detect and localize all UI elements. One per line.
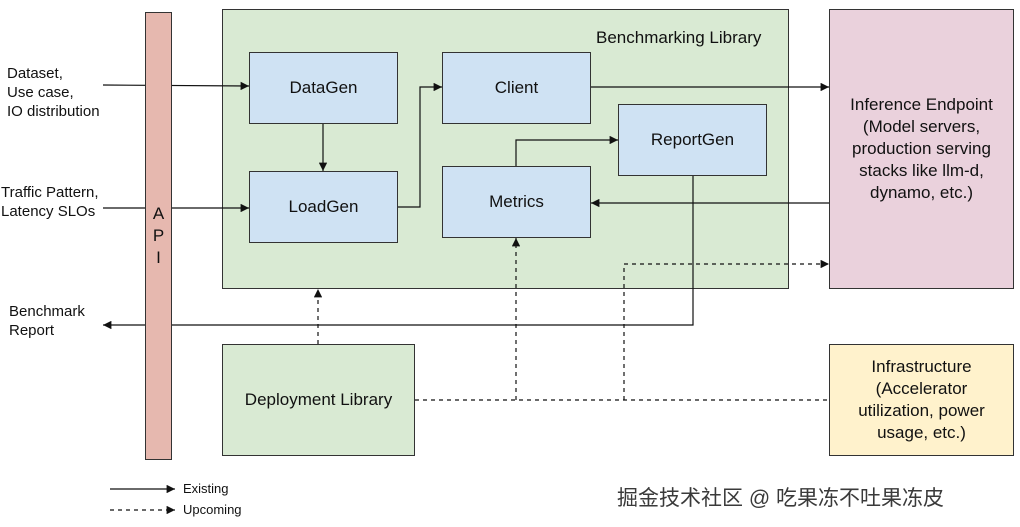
arrow-loadgen-to-client: [398, 82, 442, 208]
legend-existing-text: Existing: [183, 481, 229, 496]
dashed-arrow-to-endpoint: [623, 259, 829, 400]
arrow-reportgen-to-report: [103, 176, 694, 330]
arrow-dataset-to-datagen: [102, 81, 250, 91]
inference-endpoint-label: Inference Endpoint (Model servers, produ…: [850, 95, 993, 202]
watermark-text: 掘金技术社区 @ 吃果冻不吐果冻皮: [617, 487, 944, 510]
deployment-library-box: Deployment Library: [222, 344, 415, 456]
api-label: A P I: [152, 204, 165, 267]
reportgen-label: ReportGen: [650, 130, 735, 149]
loadgen-label: LoadGen: [288, 197, 359, 216]
infrastructure-box: Infrastructure (Accelerator utilization,…: [829, 344, 1014, 456]
dataset-input-label: Dataset, Use case, IO distribution: [7, 65, 100, 120]
api-bar: A P I: [145, 12, 172, 460]
client-box: Client: [442, 52, 591, 124]
datagen-label: DataGen: [289, 78, 358, 97]
metrics-label: Metrics: [489, 192, 544, 211]
loadgen-box: LoadGen: [249, 171, 398, 243]
client-label: Client: [494, 78, 539, 97]
infrastructure-label: Infrastructure (Accelerator utilization,…: [858, 357, 985, 442]
deployment-library-label: Deployment Library: [244, 390, 393, 409]
benchmarking-library-title: Benchmarking Library: [596, 28, 762, 47]
arrow-metrics-to-reportgen: [515, 135, 618, 166]
legend-upcoming-text: Upcoming: [183, 502, 242, 517]
metrics-box: Metrics: [442, 166, 591, 238]
benchmark-report-label: Benchmark Report: [9, 303, 85, 339]
traffic-input-label: Traffic Pattern, Latency SLOs: [1, 184, 99, 220]
datagen-box: DataGen: [249, 52, 398, 124]
reportgen-box: ReportGen: [618, 104, 767, 176]
inference-endpoint-box: Inference Endpoint (Model servers, produ…: [829, 9, 1014, 289]
